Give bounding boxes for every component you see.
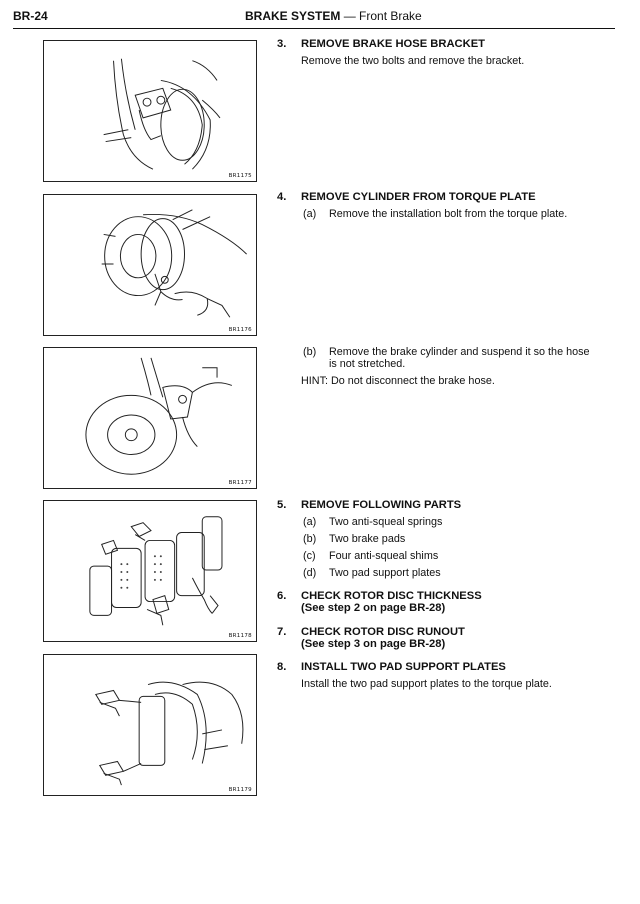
step-title: INSTALL TWO PAD SUPPORT PLATES — [301, 661, 506, 673]
figure-id: BR1176 — [228, 327, 252, 333]
sub-item-text: Remove the installation bolt from the to… — [329, 208, 568, 220]
step-number: 7. — [277, 626, 287, 638]
figure-id: BR1177 — [228, 480, 252, 486]
step-reference: (See step 2 on page BR-28) — [301, 602, 446, 614]
step-title: CHECK ROTOR DISC RUNOUT — [301, 626, 465, 638]
sub-item-label: (a) — [303, 516, 317, 528]
subsection-title: Front Brake — [359, 9, 422, 23]
page-title: BRAKE SYSTEM — Front Brake — [245, 9, 422, 23]
figure-id: BR1175 — [228, 173, 252, 179]
figure-installation-bolt: BR1176 — [43, 194, 257, 336]
sub-item-text: Four anti-squeal shims — [329, 550, 439, 562]
step-number: 3. — [277, 38, 287, 50]
step-7: 7. CHECK ROTOR DISC RUNOUT (See step 3 o… — [277, 626, 607, 654]
figure-pads-exploded: BR1178 — [43, 500, 257, 642]
hint-text: HINT: Do not disconnect the brake hose. — [301, 375, 495, 387]
step-number: 8. — [277, 661, 287, 673]
sub-item-label: (c) — [303, 550, 316, 562]
page-number: BR-24 — [13, 9, 48, 23]
step-number: 4. — [277, 191, 287, 203]
step-title: REMOVE FOLLOWING PARTS — [301, 499, 462, 511]
sub-item-text-line-2: is not stretched. — [329, 358, 406, 370]
illustration-suspend-cylinder — [85, 357, 233, 475]
step-text: Install the two pad support plates to th… — [301, 678, 552, 690]
step-title: REMOVE CYLINDER FROM TORQUE PLATE — [301, 191, 536, 203]
step-text: Remove the two bolts and remove the brac… — [301, 55, 525, 67]
figure-brake-hose-bracket: BR1175 — [43, 40, 257, 182]
illustration-pads-exploded — [89, 516, 223, 626]
figure-id: BR1178 — [228, 633, 252, 639]
step-6: 6. CHECK ROTOR DISC THICKNESS (See step … — [277, 590, 607, 618]
sub-item-text: Two anti-squeal springs — [329, 516, 443, 528]
step-5: 5. REMOVE FOLLOWING PARTS (a) Two anti-s… — [277, 499, 607, 581]
sub-item-label: (b) — [303, 533, 317, 545]
sub-item-label: (b) — [303, 346, 317, 358]
sub-item-label: (d) — [303, 567, 317, 579]
sub-item-text-line-1: Remove the brake cylinder and suspend it… — [329, 346, 590, 358]
sub-item-b: (b) Remove the brake cylinder and suspen… — [303, 346, 603, 374]
figure-install-support-plates: BR1179 — [43, 654, 257, 796]
illustration-installation-bolt — [101, 209, 247, 318]
illustration-hose-bracket — [103, 58, 221, 170]
sub-item-text: Two pad support plates — [329, 567, 441, 579]
figure-id: BR1179 — [228, 787, 252, 793]
step-3: 3. REMOVE BRAKE HOSE BRACKET Remove the … — [277, 38, 607, 68]
step-reference: (See step 3 on page BR-28) — [301, 638, 446, 650]
step-title: CHECK ROTOR DISC THICKNESS — [301, 590, 482, 602]
title-separator: — — [343, 9, 356, 23]
section-title: BRAKE SYSTEM — [245, 9, 341, 23]
step-number: 6. — [277, 590, 287, 602]
illustration-support-plates — [95, 681, 244, 786]
figure-suspend-cylinder: BR1177 — [43, 347, 257, 489]
step-number: 5. — [277, 499, 287, 511]
step-8: 8. INSTALL TWO PAD SUPPORT PLATES Instal… — [277, 661, 607, 693]
page-header: BR-24 BRAKE SYSTEM — Front Brake — [13, 8, 615, 29]
step-title: REMOVE BRAKE HOSE BRACKET — [301, 38, 485, 50]
step-4: 4. REMOVE CYLINDER FROM TORQUE PLATE (a)… — [277, 191, 607, 391]
sub-item-label: (a) — [303, 208, 317, 220]
sub-item-text: Two brake pads — [329, 533, 406, 545]
